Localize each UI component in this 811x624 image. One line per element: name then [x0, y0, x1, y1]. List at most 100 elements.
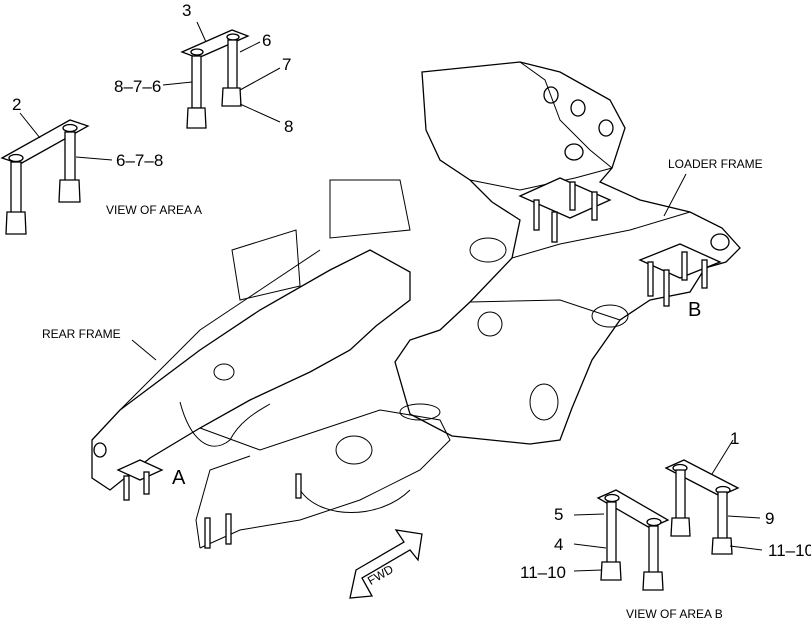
nut-b1 — [670, 517, 691, 537]
area-a-bolt-4 — [225, 513, 232, 545]
front-pin-hole — [710, 233, 730, 251]
leader-1 — [711, 439, 734, 475]
loader-gear — [477, 311, 503, 337]
area-b-bolt-5 — [647, 261, 654, 297]
loader-cutout-1 — [469, 237, 507, 263]
area-b-bolts — [518, 177, 722, 307]
callout-2: 2 — [12, 95, 21, 114]
leader-2 — [19, 112, 41, 139]
leader-6 — [239, 41, 261, 53]
caption-view-area-b: VIEW OF AREA B — [626, 607, 723, 621]
callout-8-7-6: 8–7–6 — [114, 77, 161, 96]
fwd-arrow-shape — [349, 529, 423, 599]
leader-4 — [573, 543, 607, 549]
bolt-shank-upper-right — [227, 39, 238, 91]
leader-8 — [239, 103, 281, 123]
leader-1110-left — [573, 569, 603, 572]
plate-2-hole-left — [8, 153, 24, 163]
area-a-bolt-1 — [123, 475, 130, 501]
plate-5-hole-left — [604, 493, 620, 503]
leader-9 — [727, 515, 761, 519]
area-b-marker: B — [688, 299, 701, 321]
area-a-bolt-3 — [204, 517, 211, 549]
rear-frame-lower-left — [195, 455, 251, 549]
bolt-shank-lower-right — [64, 131, 76, 183]
plate-3-hole-right — [226, 33, 240, 41]
loader-frame-edge-1 — [519, 61, 613, 169]
loader-cutout-3 — [529, 383, 559, 421]
nut-b4 — [642, 571, 664, 591]
nut-b3 — [600, 561, 622, 581]
rear-frame-lower-body — [199, 409, 451, 549]
leader-678 — [75, 156, 113, 161]
area-b-bolt-3 — [569, 181, 576, 211]
rear-pin-hole — [93, 442, 107, 458]
pivot-hole-2 — [543, 86, 559, 104]
loader-cutout-2 — [591, 304, 629, 328]
nut-upper-right — [221, 87, 242, 107]
rear-frame-hub — [335, 435, 373, 465]
nut-lower-left — [5, 211, 27, 235]
plate-2-hole-right — [62, 123, 78, 133]
callout-4: 4 — [554, 535, 563, 554]
pivot-hole-3 — [570, 99, 586, 117]
hydraulic-hose-rear — [179, 401, 271, 447]
view-area-b-detail — [573, 439, 763, 591]
rear-frame-bracket — [231, 229, 301, 301]
leader-rear-frame — [131, 339, 157, 361]
pivot-hole-1 — [564, 143, 584, 161]
rear-frame-tower — [329, 179, 411, 239]
plate-3-hole-left — [190, 48, 204, 56]
bolt-b3 — [606, 501, 617, 565]
area-a-bolts — [116, 459, 302, 549]
leader-3 — [196, 21, 207, 43]
callout-6: 6 — [262, 31, 271, 50]
area-a-bolt-5 — [295, 473, 302, 499]
fwd-arrow — [349, 529, 423, 599]
nut-b2 — [711, 537, 733, 555]
leader-1110-right — [729, 545, 763, 551]
callout-8: 8 — [284, 117, 293, 136]
area-b-bolt-8 — [701, 259, 708, 289]
frame-assembly — [91, 61, 741, 549]
leader-7 — [239, 67, 281, 91]
callout-1: 1 — [730, 429, 739, 448]
area-a-marker: A — [172, 467, 186, 489]
bolt-b4 — [648, 525, 659, 575]
area-b-bolt-4 — [591, 191, 598, 221]
loader-frame-edge-4 — [469, 299, 621, 321]
callout-9: 9 — [765, 509, 774, 528]
loader-frame — [394, 61, 741, 445]
leader-loader-frame — [663, 173, 687, 217]
bolt-b1 — [675, 469, 686, 521]
callout-11-10-right: 11–10 — [768, 541, 811, 560]
caption-view-area-a: VIEW OF AREA A — [106, 203, 202, 217]
area-b-plate-1 — [518, 177, 612, 219]
loader-frame-edge-3 — [511, 211, 691, 259]
area-b-bolt-1 — [533, 199, 540, 231]
rear-frame — [91, 249, 411, 491]
loader-round-plate — [399, 403, 441, 421]
area-a-bolt-2 — [143, 471, 150, 495]
area-b-bolt-7 — [681, 251, 688, 281]
leader-876 — [162, 81, 193, 86]
bolt-shank-lower-left — [10, 161, 22, 215]
callout-6-7-8: 6–7–8 — [116, 151, 163, 170]
rear-frame-port — [213, 363, 235, 381]
plate-5-hole-right — [646, 517, 662, 527]
pivot-hole-4 — [598, 119, 614, 137]
callout-7: 7 — [282, 55, 291, 74]
bolt-b2 — [717, 491, 728, 541]
callout-5: 5 — [554, 505, 563, 524]
area-b-bolt-2 — [551, 211, 558, 243]
caption-rear-frame: REAR FRAME — [42, 327, 121, 341]
rear-frame-top-edge — [119, 249, 321, 411]
leader-5 — [573, 513, 605, 516]
area-a-plate — [116, 459, 164, 481]
caption-loader-frame: LOADER FRAME — [668, 157, 763, 171]
area-b-bolt-6 — [663, 269, 670, 307]
callout-11-10-left: 11–10 — [520, 563, 566, 582]
view-area-a-detail — [0, 21, 281, 235]
